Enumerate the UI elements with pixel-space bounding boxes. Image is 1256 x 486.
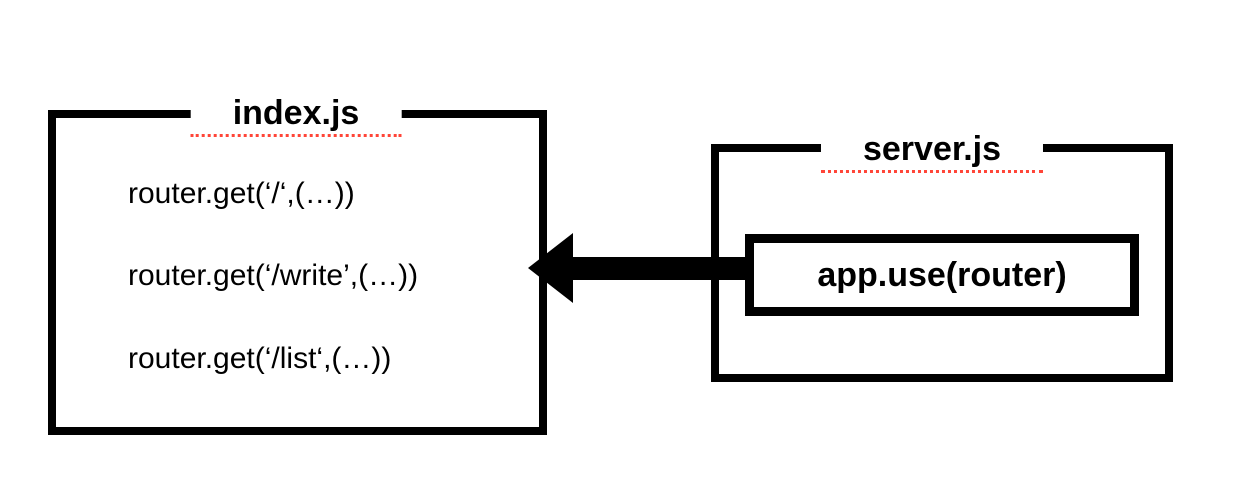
index-js-title: index.js [190, 92, 402, 137]
code-line-router-get-write: router.get(‘/write’,(…)) [128, 259, 419, 292]
code-line-router-get-root: router.get(‘/‘,(…)) [128, 177, 355, 210]
app-use-router-label: app.use(router) [817, 255, 1067, 294]
server-js-title: server.js [820, 128, 1044, 173]
code-line-router-get-list: router.get(‘/list‘,(…)) [128, 342, 392, 375]
left-arrow-icon [528, 233, 745, 303]
app-use-router-box: app.use(router) [745, 234, 1139, 316]
